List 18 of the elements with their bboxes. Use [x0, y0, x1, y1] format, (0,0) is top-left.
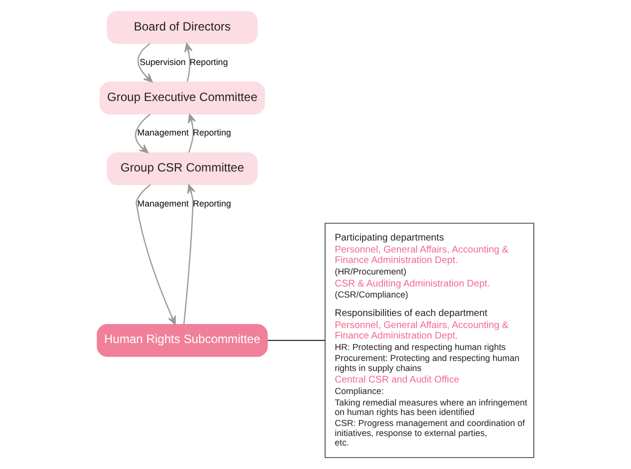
arrow [188, 114, 196, 153]
connector [268, 340, 326, 342]
node-box: Board of Directors [106, 11, 258, 44]
edge-label: Supervision [140, 57, 186, 68]
node-box: Participating departments Personnel, General Affairs, Accounting & Finance Administration Dept. (HR/Procurement) CSR & Auditing Administration Dept. (CSR/Compliance) Responsibilities of each department Personnel, General Affairs, Accounting & Finance Administration Dept. HR: Protecting and respecting human rights Procurement: Protecting and respecting human rights in supply chains Central CSR and Audit Office Compliance: Taking remedial measures where an infringement on human rights has been identified CSR: Progress management and coordination of initiatives, response to external parties, etc. [324, 222, 534, 458]
node-box: Group Executive Committee [100, 82, 265, 115]
edge-label: Reporting [192, 128, 232, 138]
node-box: Human Rights Subcommittee [96, 324, 268, 357]
edge-label: Reporting [190, 57, 228, 68]
node-box: Group CSR Committee [106, 152, 258, 186]
edge-label: Management [137, 198, 189, 208]
edge-label: Management [137, 128, 189, 138]
edge-label: Reporting [192, 198, 232, 208]
arrow [137, 43, 153, 82]
arrow [183, 184, 196, 324]
arrow [136, 184, 176, 325]
arrow [184, 42, 193, 82]
arrow [134, 114, 151, 154]
